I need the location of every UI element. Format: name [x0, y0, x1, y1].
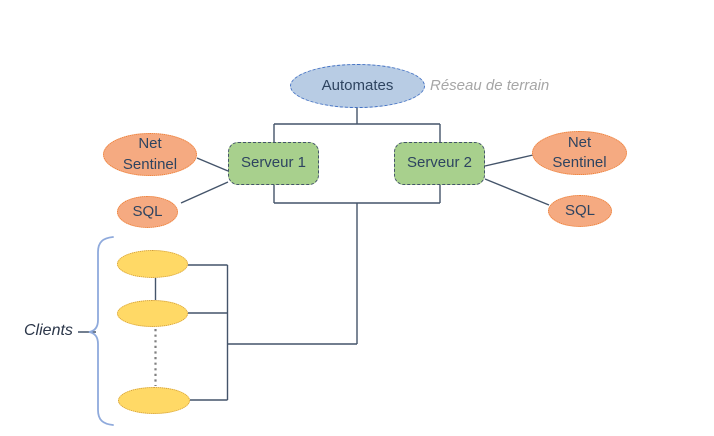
clients-group-label: Clients [24, 322, 73, 339]
node-sql-right: SQL [548, 195, 612, 227]
client-node-1 [117, 250, 188, 278]
node-net-sentinel-left: Net Sentinel [103, 133, 197, 176]
node-sql-right-label: SQL [564, 201, 595, 219]
field-network-label: Réseau de terrain [430, 77, 550, 94]
node-serveur1-label: Serveur 1 [240, 154, 307, 172]
node-serveur1: Serveur 1 [228, 142, 319, 185]
connector-sql-right [484, 178, 550, 206]
client-node-3 [118, 387, 190, 414]
node-net-sentinel-right-label: Net Sentinel [552, 133, 607, 171]
node-net-sentinel-right: Net Sentinel [532, 131, 627, 175]
node-automates: Automates [290, 64, 425, 108]
node-net-sentinel-left-label: Net Sentinel [122, 135, 178, 173]
connector-netsentinel-right [484, 154, 534, 167]
clients-brace [88, 236, 114, 426]
connector-netsentinel-left [196, 157, 229, 172]
client-node-2 [117, 300, 188, 327]
node-serveur2: Serveur 2 [394, 142, 485, 185]
node-serveur2-label: Serveur 2 [406, 154, 473, 172]
node-sql-left: SQL [117, 196, 178, 228]
node-sql-left-label: SQL [132, 202, 163, 220]
connector-sql-left [180, 181, 229, 204]
node-automates-label: Automates [321, 76, 394, 94]
